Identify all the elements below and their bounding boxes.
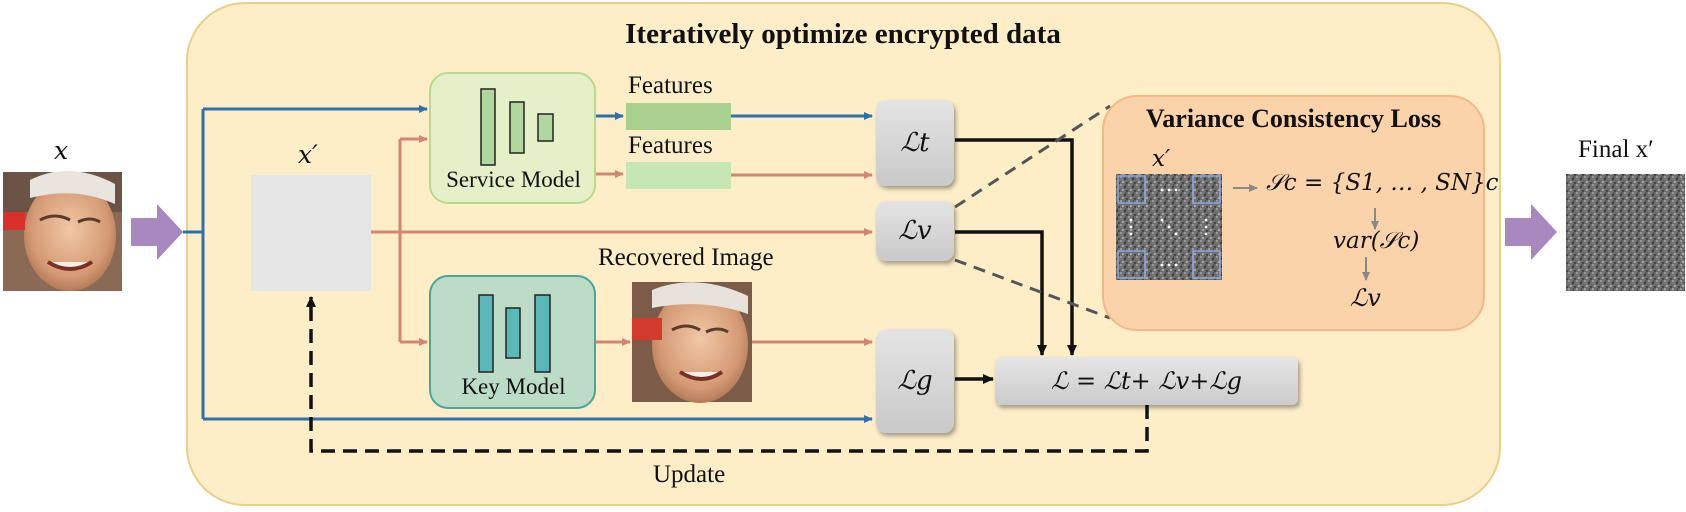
- encrypted-label: x′: [298, 140, 318, 169]
- combined-loss-box: ℒ = ℒt+ ℒv+ℒg: [995, 357, 1298, 405]
- encrypted-image-box: [251, 175, 371, 291]
- input-label: x: [54, 136, 69, 165]
- vcl-loss-label: ℒv: [1350, 284, 1381, 312]
- key-model-icon: [478, 294, 551, 373]
- output-big-arrow: [1505, 204, 1557, 260]
- update-loop-arrow: [306, 296, 1149, 453]
- red-flow: [371, 135, 873, 346]
- loss-g-label: ℒg: [897, 366, 933, 396]
- blue-flow: [183, 105, 873, 423]
- zoom-line-bottom: [954, 258, 1111, 320]
- combined-loss-formula: ℒ = ℒt+ ℒv+ℒg: [1051, 367, 1242, 395]
- final-encrypted-image: [1566, 174, 1685, 291]
- final-output-label: Final x′: [1578, 136, 1654, 163]
- loss-v-box: ℒv: [876, 201, 954, 261]
- vcl-patch-grid: [1116, 174, 1222, 280]
- loss-t-label: ℒt: [900, 128, 930, 158]
- loss-t-box: ℒt: [876, 100, 954, 186]
- vcl-x-label: x′: [1152, 146, 1171, 172]
- features-label-2: Features: [628, 132, 713, 159]
- vcl-title: Variance Consistency Loss: [1145, 104, 1442, 133]
- update-label: Update: [653, 461, 726, 488]
- loss-aggregation-arrows: [955, 138, 1077, 384]
- service-model-icon: [480, 88, 554, 166]
- panel-title: Iteratively optimize encrypted data: [625, 18, 1061, 50]
- recovered-image-label: Recovered Image: [598, 244, 774, 271]
- features-label-1: Features: [628, 72, 713, 99]
- vcl-arrows: [1233, 184, 1379, 281]
- key-model-label: Key Model: [461, 374, 566, 399]
- loss-v-label: ℒv: [898, 216, 932, 246]
- recovered-face-image: [632, 282, 752, 403]
- loss-g-box: ℒg: [876, 329, 954, 433]
- input-big-arrow: [131, 204, 183, 260]
- zoom-line-top: [954, 104, 1111, 209]
- vcl-var-formula: var(𝒮c): [1333, 228, 1420, 254]
- vcl-set-formula: 𝒮c = {S1, … , SN}c: [1266, 170, 1499, 196]
- service-model-label: Service Model: [446, 167, 581, 192]
- features-bar-2: [626, 162, 731, 189]
- features-bar-1: [626, 103, 731, 130]
- input-face-image: [3, 170, 122, 291]
